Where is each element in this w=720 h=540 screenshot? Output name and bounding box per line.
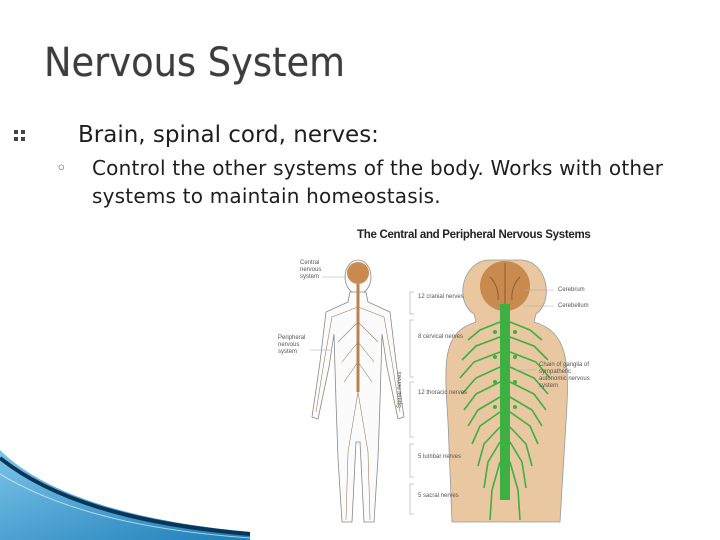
label-peripheral-nervous-system: Peripheral nervous system — [278, 335, 306, 355]
decorative-corner — [0, 450, 250, 540]
leader-lines — [310, 276, 554, 371]
label-sacral-nerves: 5 sacral nerves — [418, 493, 459, 499]
ganglia — [493, 330, 517, 409]
brain-small — [347, 262, 369, 284]
bullet-item: Brain, spinal cord, nerves: — [14, 122, 379, 148]
peripheral-nerves-small — [315, 306, 401, 521]
sub-bullet-marker: ◦ — [56, 158, 67, 179]
bullet-icon — [14, 130, 25, 141]
label-spinal-nerves: Spinal nerves — [397, 371, 403, 408]
spinal-nerves-large — [459, 321, 551, 521]
label-chain-of-ganglia: Chain of ganglia of sympathetic autonomi… — [539, 362, 590, 389]
label-cervical-nerves: 8 cervical nerves — [418, 334, 464, 340]
label-cerebellum: Cerebellum — [558, 303, 589, 309]
label-cranial-nerves: 12 cranial nerves — [418, 294, 464, 300]
bullet-text: Brain, spinal cord, nerves: — [78, 122, 379, 148]
nervous-system-figure: The Central and Peripheral Nervous Syste… — [262, 222, 592, 540]
figure-illustration — [310, 259, 568, 523]
sub-bullet-text: Control the other systems of the body. W… — [92, 156, 664, 208]
figure-title: The Central and Peripheral Nervous Syste… — [357, 229, 591, 241]
slide-title: Nervous System — [44, 40, 346, 86]
label-lumbar-nerves: 5 lumbar nerves — [418, 454, 462, 460]
sub-bullet-item: ◦ Control the other systems of the body.… — [56, 154, 696, 210]
nerve-group-brackets — [409, 291, 414, 515]
label-thoracic-nerves: 12 thoracic nerves — [418, 390, 468, 396]
label-central-nervous-system: Central nervous system — [300, 260, 322, 280]
spinal-cord-large — [500, 304, 510, 500]
label-cerebrum: Cerebrum — [558, 287, 585, 293]
